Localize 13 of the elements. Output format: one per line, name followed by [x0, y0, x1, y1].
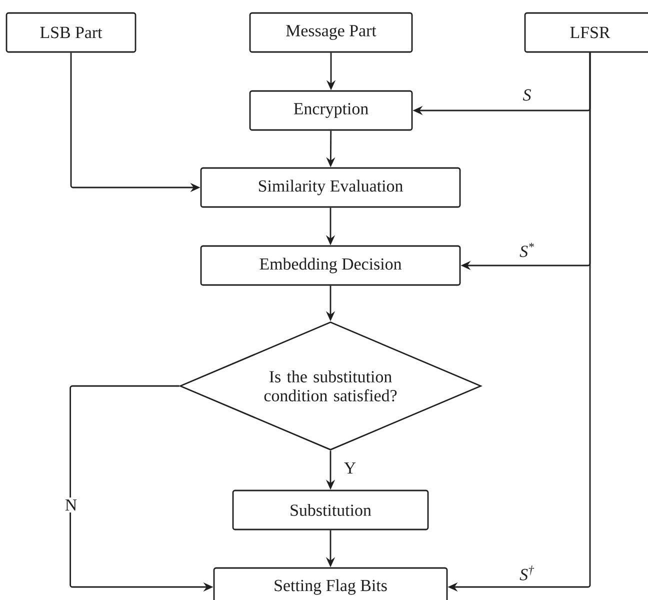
process-box: Substitution	[232, 490, 429, 530]
edge-label: S$^{*}$	[518, 240, 536, 260]
process-box: LSB Part	[6, 12, 136, 53]
edge-label: Y	[342, 460, 358, 476]
process-box: LFSR	[524, 12, 648, 53]
edge-label: N	[62, 497, 80, 513]
edge-label: S	[520, 87, 534, 103]
process-box: Message Part	[249, 12, 413, 53]
process-box: Setting Flag Bits	[213, 567, 448, 600]
process-box: Similarity Evaluation	[200, 167, 461, 208]
edge-label: S$^{†}$	[518, 564, 536, 582]
process-box: Encryption	[249, 90, 413, 131]
process-box: Embedding Decision	[200, 245, 461, 286]
